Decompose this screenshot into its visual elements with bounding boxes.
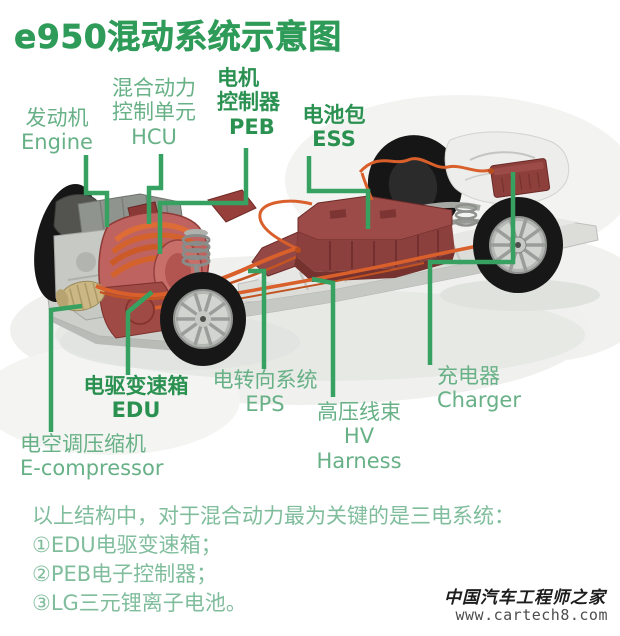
- leader-line-hv-harness: [311, 276, 336, 397]
- label-charger-zh: 充电器: [437, 364, 500, 388]
- page-title: e950混动系统示意图: [14, 17, 342, 57]
- label-peb-en: PEB: [229, 114, 275, 139]
- label-edu-zh: 电驱变速箱: [83, 374, 189, 398]
- footer-item-1: ①EDU电驱变速箱；: [32, 533, 222, 557]
- label-edu: 电驱变速箱 EDU: [74, 374, 198, 423]
- label-hcu-en: HCU: [131, 124, 177, 149]
- rear-right-wheel: [473, 197, 563, 293]
- footer-item-2: ②PEB电子控制器；: [32, 562, 218, 586]
- label-hcu-zh1: 混合动力: [112, 76, 196, 100]
- label-engine-zh: 发动机: [25, 106, 89, 130]
- leader-line-charger: [427, 172, 516, 365]
- label-charger-en: Charger: [437, 388, 521, 413]
- footer-note: 以上结构中，对于混合动力最为关键的是三电系统： ①EDU电驱变速箱； ②PEB电…: [32, 502, 515, 618]
- label-ecompressor-en: E-compressor: [20, 456, 164, 481]
- leader-line-eps: [248, 268, 267, 369]
- label-hv-harness-zh: 高压线束: [317, 400, 401, 424]
- label-ecompressor: 电空调压缩机 E-compressor: [20, 432, 190, 481]
- label-charger: 充电器 Charger: [437, 364, 532, 413]
- label-peb-zh1: 电机: [217, 66, 259, 90]
- label-ess-en: ESS: [312, 127, 356, 152]
- leader-line-hcu: [146, 154, 164, 224]
- label-hv-harness: 高压线束 HV Harness: [303, 400, 415, 473]
- watermark-site-name: 中国汽车工程师之家: [444, 588, 606, 608]
- label-eps-en: EPS: [245, 392, 285, 417]
- charger-3d: [489, 158, 551, 198]
- front-right-wheel: [160, 272, 246, 366]
- leader-line-engine: [83, 155, 110, 227]
- label-ess: 电池包 ESS: [293, 103, 375, 152]
- label-peb: 电机 控制器 PEB: [217, 66, 297, 139]
- label-hv-harness-en: HV Harness: [316, 424, 402, 473]
- leader-lines: [48, 148, 516, 432]
- engine-mount-bracket: [207, 189, 257, 223]
- leader-line-peb: [157, 148, 249, 254]
- label-hcu-zh2: 控制单元: [112, 100, 196, 125]
- label-edu-en: EDU: [111, 398, 161, 423]
- label-engine-en: Engine: [21, 130, 93, 155]
- label-engine: 发动机 Engine: [16, 106, 98, 155]
- leader-line-edu: [125, 290, 154, 375]
- label-hcu: 混合动力 控制单元 HCU: [98, 76, 210, 149]
- label-peb-zh2: 控制器: [217, 90, 280, 115]
- footer-item-3: ③LG三元锂离子电池。: [32, 591, 247, 615]
- footer-intro: 以上结构中，对于混合动力最为关键的是三电系统：: [32, 504, 515, 528]
- leader-line-ess: [306, 156, 371, 229]
- battery-pack-3d: [251, 195, 455, 282]
- label-ess-zh: 电池包: [302, 103, 366, 127]
- leader-line-ecompressor: [48, 303, 83, 432]
- watermark-site-url: www.cartech8.com: [455, 606, 608, 624]
- label-eps-zh: 电转向系统: [212, 368, 318, 392]
- label-ecompressor-zh: 电空调压缩机: [20, 432, 146, 456]
- label-eps: 电转向系统 EPS: [203, 368, 327, 417]
